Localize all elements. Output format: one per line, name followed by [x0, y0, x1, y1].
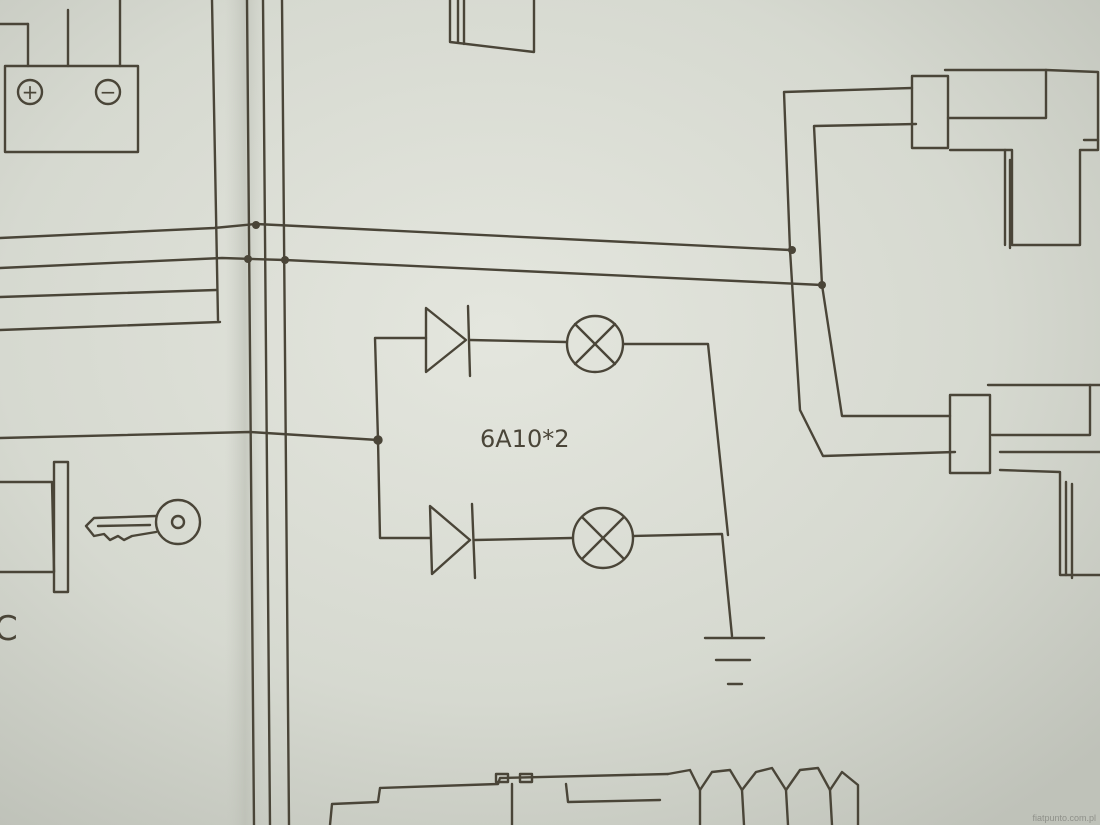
key-icon: [84, 498, 202, 546]
connector-routing: [782, 86, 957, 458]
diode-icon: [424, 304, 472, 378]
connector-icon: [328, 766, 860, 825]
battery-icon: [0, 0, 140, 154]
connector-icon: [948, 383, 1100, 580]
horizontal-harness: [0, 222, 824, 442]
battery-plus-label: +: [22, 80, 39, 104]
junction-nodes: [244, 221, 826, 289]
battery-minus-label: −: [100, 80, 117, 104]
diode-lamp-circuit: [373, 304, 766, 686]
connector-icon: [448, 0, 536, 54]
cut-off-text: C: [0, 609, 18, 649]
connector-icon: [910, 68, 1100, 250]
ignition-switch: [0, 460, 70, 594]
vertical-harness: [210, 0, 291, 825]
watermark-text: fiatpunto.com.pl: [1032, 813, 1096, 823]
lamp-icon: [571, 506, 635, 570]
ground-icon: [703, 636, 766, 686]
paper-fold-shadow: [225, 0, 265, 825]
component-label: 6A10*2: [480, 425, 570, 453]
diode-icon: [428, 502, 477, 580]
